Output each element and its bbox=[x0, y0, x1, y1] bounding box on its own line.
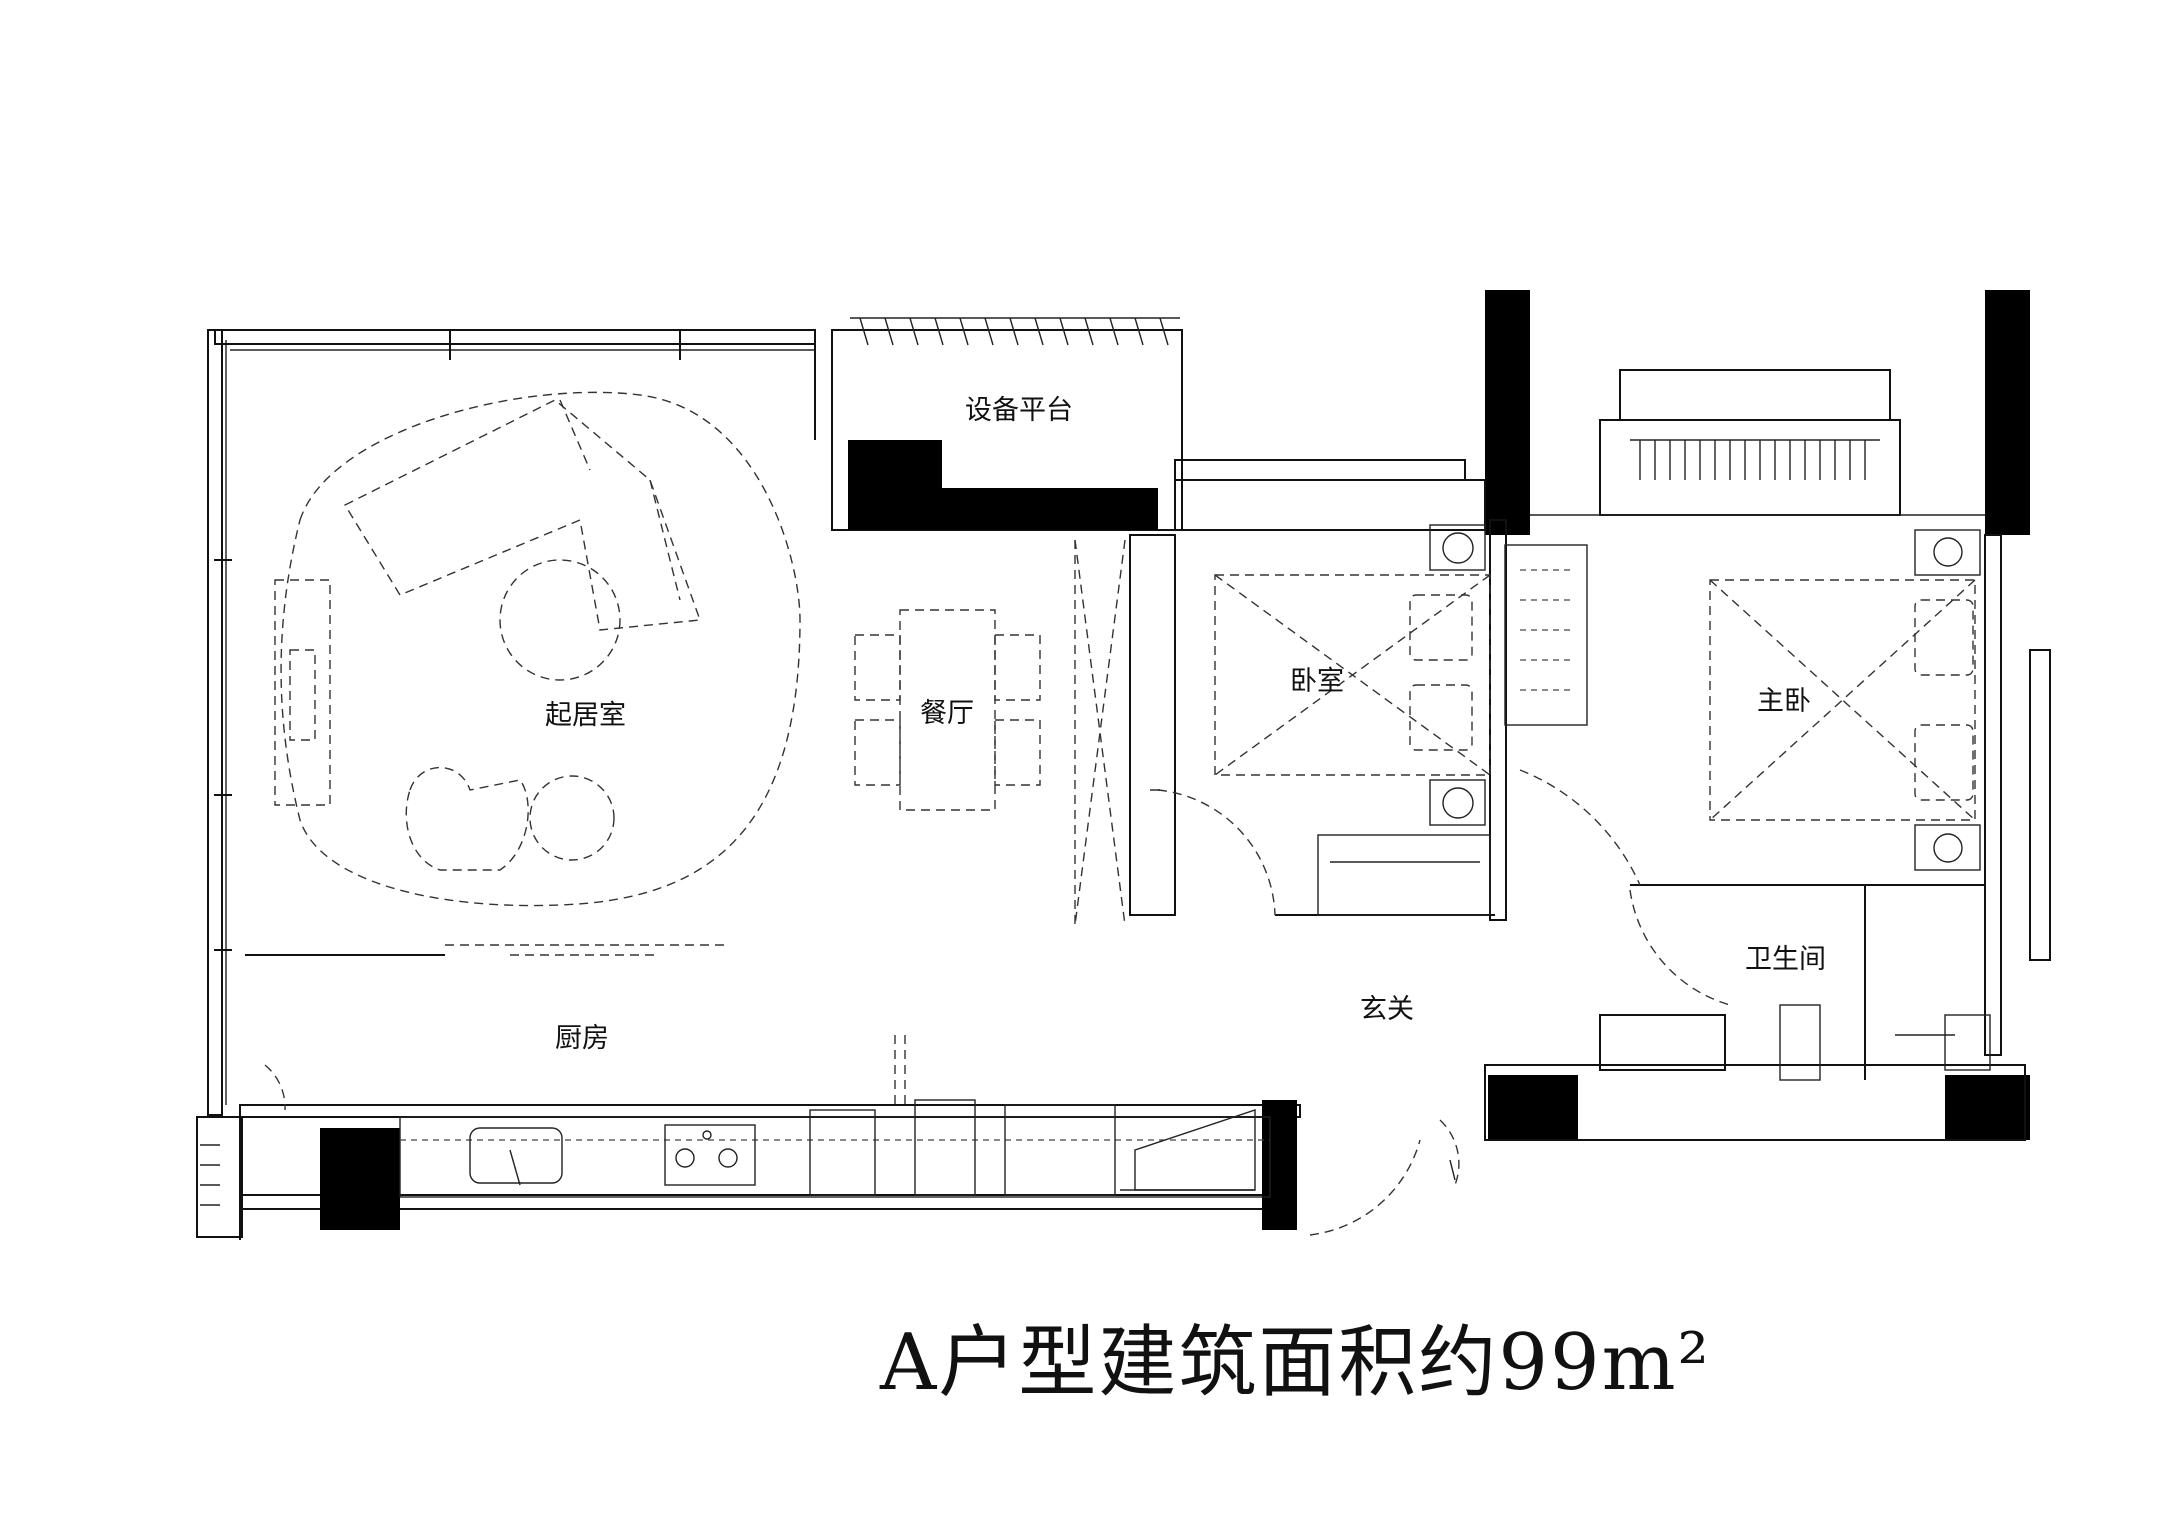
label-equipment: 设备平台 bbox=[965, 395, 1073, 426]
sliding-partition bbox=[245, 944, 730, 956]
master-furniture bbox=[1519, 529, 1981, 886]
label-kitchen: 厨房 bbox=[555, 1023, 609, 1054]
bathroom-fixtures bbox=[1629, 889, 1991, 1081]
wardrobe bbox=[1504, 544, 1588, 726]
kitchen-counter bbox=[399, 1035, 1271, 1198]
living-furniture bbox=[274, 391, 801, 907]
railing-equipment bbox=[850, 317, 1180, 346]
label-bath: 卫生间 bbox=[1745, 944, 1826, 975]
label-foyer: 玄关 bbox=[1360, 994, 1414, 1025]
label-bedroom: 卧室 bbox=[1290, 666, 1344, 697]
railing-master bbox=[1630, 439, 1880, 480]
label-master: 主卧 bbox=[1757, 686, 1811, 717]
label-living: 起居室 bbox=[545, 700, 626, 731]
bedroom-furniture bbox=[1150, 524, 1491, 916]
label-dining: 餐厅 bbox=[920, 698, 974, 729]
floor-plan-caption: A户型建筑面积约99m² bbox=[880, 1318, 1711, 1408]
outer-walls bbox=[196, 290, 2051, 1240]
dining-furniture bbox=[854, 539, 1126, 926]
